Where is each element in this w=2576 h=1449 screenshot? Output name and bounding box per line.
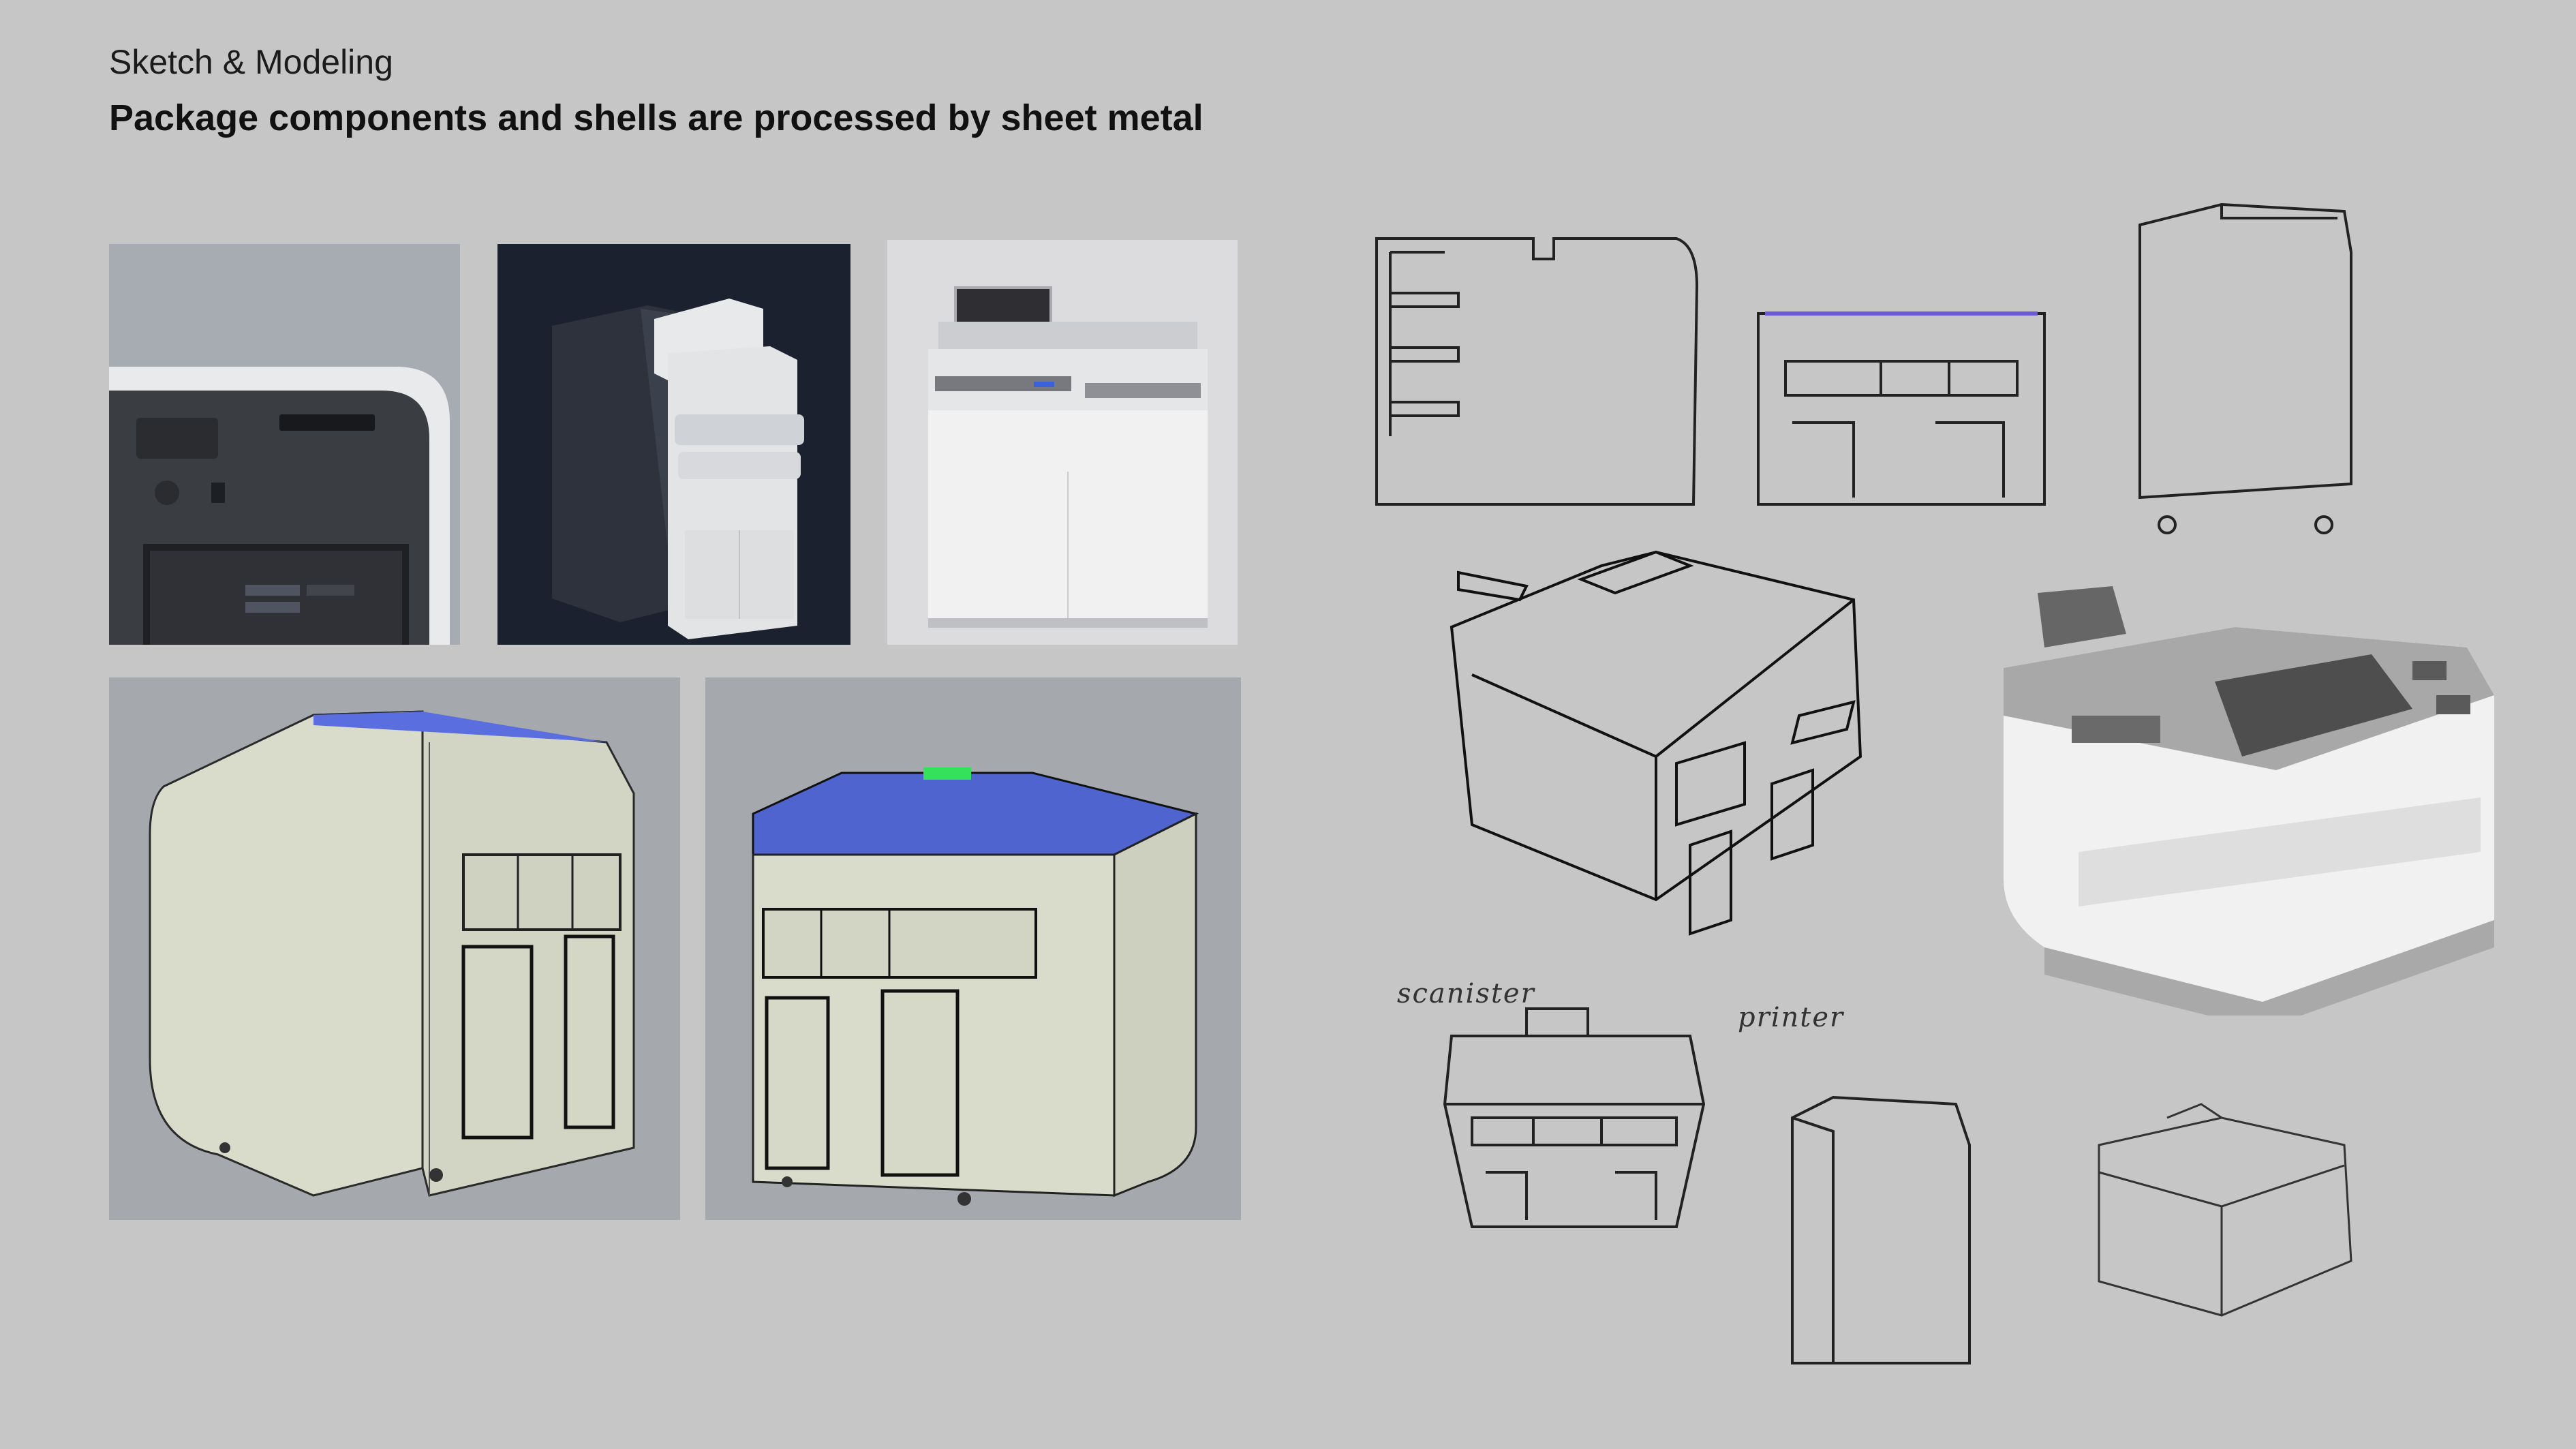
- sketch-front-view: [1349, 232, 1704, 518]
- label-printer: printer: [1738, 1002, 1845, 1033]
- cad-model-side: [109, 677, 680, 1220]
- sketch-low-profile: [1745, 293, 2058, 525]
- sketch-labeled-front: [1431, 995, 1717, 1240]
- cad-model-top: [705, 677, 1241, 1220]
- sketch-side-panel: [2119, 198, 2378, 538]
- label-scanister: scanister: [1397, 978, 1535, 1009]
- closeup-render: [109, 244, 460, 645]
- sketch-small-perspective: [2085, 1090, 2372, 1336]
- sketch-board: scanister printer: [1349, 184, 2521, 1370]
- sketch-shaded-render: [1990, 566, 2521, 1016]
- dark-studio-render: [497, 244, 850, 645]
- front-render: [887, 240, 1238, 645]
- sketch-small-side: [1772, 1090, 1990, 1370]
- section-subtitle: Sketch & Modeling: [109, 43, 393, 81]
- sketch-perspective: [1431, 538, 1895, 961]
- page-title: Package components and shells are proces…: [109, 97, 1203, 138]
